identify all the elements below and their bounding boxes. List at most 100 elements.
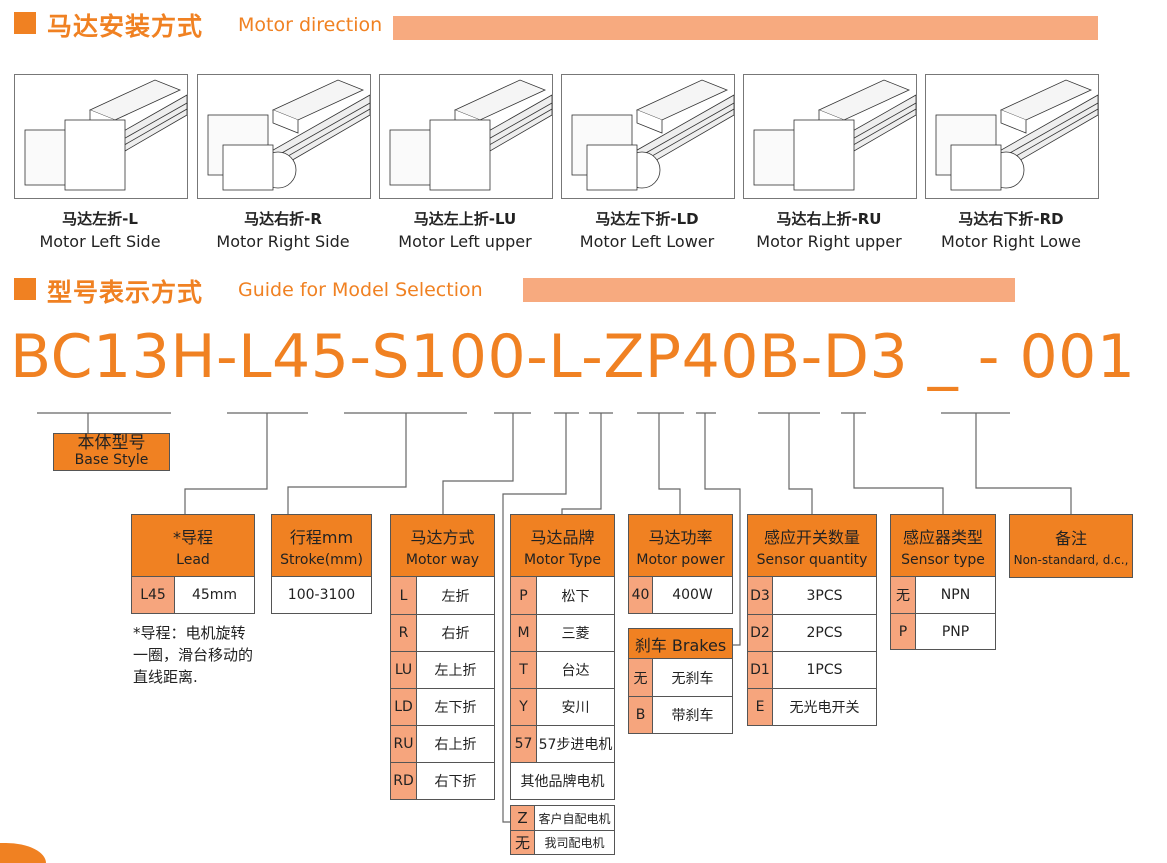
option-value: 我司配电机 xyxy=(544,836,605,850)
option-code: RU xyxy=(391,726,417,762)
motor-type-title-en: Motor Type xyxy=(523,551,602,568)
direction-label-cn: 马达右下折-RD xyxy=(958,210,1064,228)
option-code: Y xyxy=(511,689,537,725)
option-value: 45mm xyxy=(191,587,238,603)
section-subtitle-motor-direction: Motor direction xyxy=(238,14,383,36)
direction-label-cn: 马达右折-R xyxy=(244,210,322,228)
option-code: P xyxy=(511,577,537,614)
table-row: 无无刹车 xyxy=(629,659,732,696)
direction-label-en: Motor Right Side xyxy=(216,232,350,251)
table-row: RU 右上折 xyxy=(391,725,494,762)
table-row: D3 3PCS xyxy=(748,577,876,614)
remarks-title-cn: 备注 xyxy=(1054,529,1087,548)
option-code: R xyxy=(391,615,417,651)
direction-label-en: Motor Right upper xyxy=(756,232,902,251)
option-code: E xyxy=(748,689,773,725)
option-code: T xyxy=(511,652,537,688)
base-style-box: 本体型号 Base Style xyxy=(53,433,170,471)
table-row: L45 45mm xyxy=(132,577,254,613)
motor-way-title-cn: 马达方式 xyxy=(410,527,475,547)
motor-direction-image xyxy=(197,74,371,199)
lead-header: *导程 Lead xyxy=(132,515,254,577)
option-value: 57步进电机 xyxy=(538,737,613,753)
option-value: 3PCS xyxy=(806,587,843,604)
section-title-model-selection: 型号表示方式 xyxy=(47,278,204,307)
motor-direction-image xyxy=(379,74,553,199)
option-code: P xyxy=(891,614,916,649)
direction-label-cn: 马达左上折-LU xyxy=(413,210,517,228)
option-code: L45 xyxy=(132,577,175,613)
option-value: 安川 xyxy=(561,700,590,716)
option-value: 台达 xyxy=(561,663,590,679)
option-value: 左上折 xyxy=(434,663,477,679)
option-value: 客户自配电机 xyxy=(538,811,611,826)
option-value: NPN xyxy=(940,587,971,603)
option-value: 松下 xyxy=(561,588,590,605)
table-row: 无我司配电机 xyxy=(511,830,614,854)
option-code: B xyxy=(629,697,653,733)
option-code: Z xyxy=(511,806,535,830)
stroke-title-cn: 行程mm xyxy=(289,527,354,547)
motor-way-title-en: Motor way xyxy=(405,551,480,568)
model-code: BC13H-L45-S100-L-ZP40B-D3 _ - 001 xyxy=(10,322,1136,392)
option-value: 100-3100 xyxy=(287,587,356,603)
option-value: 400W xyxy=(672,587,713,603)
motor-direction-image xyxy=(14,74,188,199)
option-value: 左下折 xyxy=(434,700,477,716)
section-marker-icon xyxy=(14,12,36,34)
option-code: LD xyxy=(391,689,417,725)
motor-way-header: 马达方式 Motor way xyxy=(391,515,494,577)
table-row: LD 左下折 xyxy=(391,688,494,725)
table-row: 无 NPN xyxy=(891,577,995,613)
option-code: D1 xyxy=(748,652,773,688)
option-value: 带刹车 xyxy=(671,708,714,724)
option-value: 左折 xyxy=(441,588,470,605)
option-code: 无 xyxy=(629,659,653,696)
section-marker-icon xyxy=(14,278,36,300)
option-code: D3 xyxy=(748,577,773,614)
option-code: RD xyxy=(391,763,417,799)
table-row: Y 安川 xyxy=(511,688,614,725)
brakes-title: 刹车 Brakes xyxy=(634,635,727,655)
direction-label-en: Motor Left Lower xyxy=(579,232,715,251)
option-value: 其他品牌电机 xyxy=(520,774,605,790)
lead-title-cn: *导程 xyxy=(172,527,213,547)
option-code: 无 xyxy=(511,831,535,854)
motor-power-title-en: Motor power xyxy=(636,551,725,568)
lead-title-en: Lead xyxy=(176,551,210,568)
lead-note: *导程：电机旋转一圈，滑台移动的直线距离. xyxy=(133,624,254,686)
motor-type-header: 马达品牌 Motor Type xyxy=(511,515,614,577)
option-value: 右上折 xyxy=(434,737,477,753)
direction-label-cn: 马达左下折-LD xyxy=(595,210,699,228)
option-value: 2PCS xyxy=(806,625,843,641)
section-bar xyxy=(393,16,1098,40)
option-code: 无 xyxy=(891,577,916,613)
option-code: M xyxy=(511,615,537,651)
sensor-type-title-cn: 感应器类型 xyxy=(902,527,983,547)
motor-type-title-cn: 马达品牌 xyxy=(530,527,595,547)
